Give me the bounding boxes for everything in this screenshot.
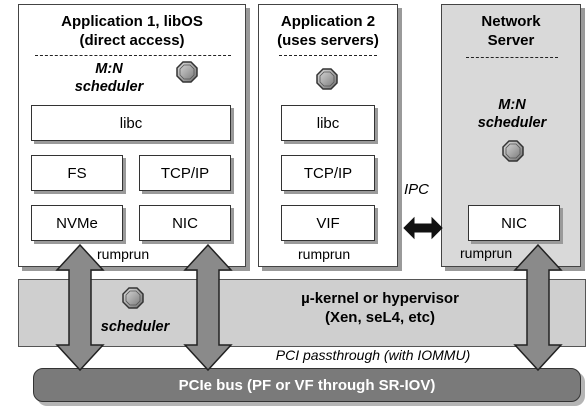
double-arrow-icon — [403, 216, 443, 240]
server-nic-box: NIC — [468, 205, 560, 241]
application-1-panel: Application 1, libOS (direct access) M:N… — [18, 4, 246, 267]
app1-nic-box: NIC — [139, 205, 231, 241]
app2-vif-box: VIF — [281, 205, 375, 241]
octagon-thread-icon — [502, 140, 524, 162]
pcie-bus: PCIe bus (PF or VF through SR-IOV) — [33, 368, 581, 402]
kernel-title: µ-kernel or hypervisor — [301, 290, 459, 307]
app1-rumprun-label: rumprun — [97, 246, 150, 262]
app1-scheduler-line1: M:N — [95, 61, 123, 77]
server-title-line2: Server — [487, 32, 535, 49]
app1-title-line1: Application 1, libOS — [61, 13, 203, 30]
app2-title-line2: (uses servers) — [277, 32, 379, 49]
app2-tcpip-box: TCP/IP — [281, 155, 375, 191]
double-arrow-icon — [183, 243, 233, 372]
network-server-panel: Network Server M:N scheduler NIC rumprun — [441, 4, 581, 267]
server-title-line1: Network — [481, 13, 541, 30]
double-arrow-icon — [513, 243, 563, 372]
octagon-thread-icon — [122, 287, 144, 309]
octagon-thread-icon — [316, 68, 338, 90]
app1-title-line2: (direct access) — [79, 32, 185, 49]
kernel-subtitle: (Xen, seL4, etc) — [324, 309, 436, 326]
server-divider — [466, 57, 558, 58]
app1-nvme-label: NVMe — [56, 214, 98, 232]
app2-divider — [279, 55, 377, 56]
app2-title-line1: Application 2 — [280, 13, 376, 30]
app1-libc-box: libc — [31, 105, 231, 141]
app2-tcpip-label: TCP/IP — [303, 164, 353, 182]
app1-libc-label: libc — [119, 114, 143, 132]
kernel-layer — [18, 279, 586, 347]
octagon-thread-icon — [176, 61, 198, 83]
app1-fs-box: FS — [31, 155, 123, 191]
app2-rumprun-label: rumprun — [298, 246, 351, 262]
app2-vif-label: VIF — [316, 214, 340, 232]
app2-libc-label: libc — [316, 114, 340, 132]
server-nic-label: NIC — [501, 214, 527, 232]
app2-libc-box: libc — [281, 105, 375, 141]
server-scheduler-line2: scheduler — [477, 115, 547, 131]
app1-tcpip-box: TCP/IP — [139, 155, 231, 191]
app1-tcpip-label: TCP/IP — [160, 164, 210, 182]
pcie-bus-label: PCIe bus (PF or VF through SR-IOV) — [178, 376, 436, 394]
ipc-label: IPC — [404, 181, 430, 198]
app1-divider — [35, 55, 231, 56]
pci-passthrough-label: PCI passthrough (with IOMMU) — [275, 347, 471, 363]
app1-fs-label: FS — [67, 164, 87, 182]
double-arrow-icon — [55, 243, 105, 372]
kernel-scheduler-label: scheduler — [100, 319, 170, 335]
app1-scheduler-line2: scheduler — [74, 79, 144, 95]
app1-nvme-box: NVMe — [31, 205, 123, 241]
server-scheduler-line1: M:N — [498, 97, 526, 113]
server-rumprun-label: rumprun — [460, 245, 513, 261]
app1-nic-label: NIC — [172, 214, 198, 232]
application-2-panel: Application 2 (uses servers) libc TCP/IP… — [258, 4, 398, 267]
